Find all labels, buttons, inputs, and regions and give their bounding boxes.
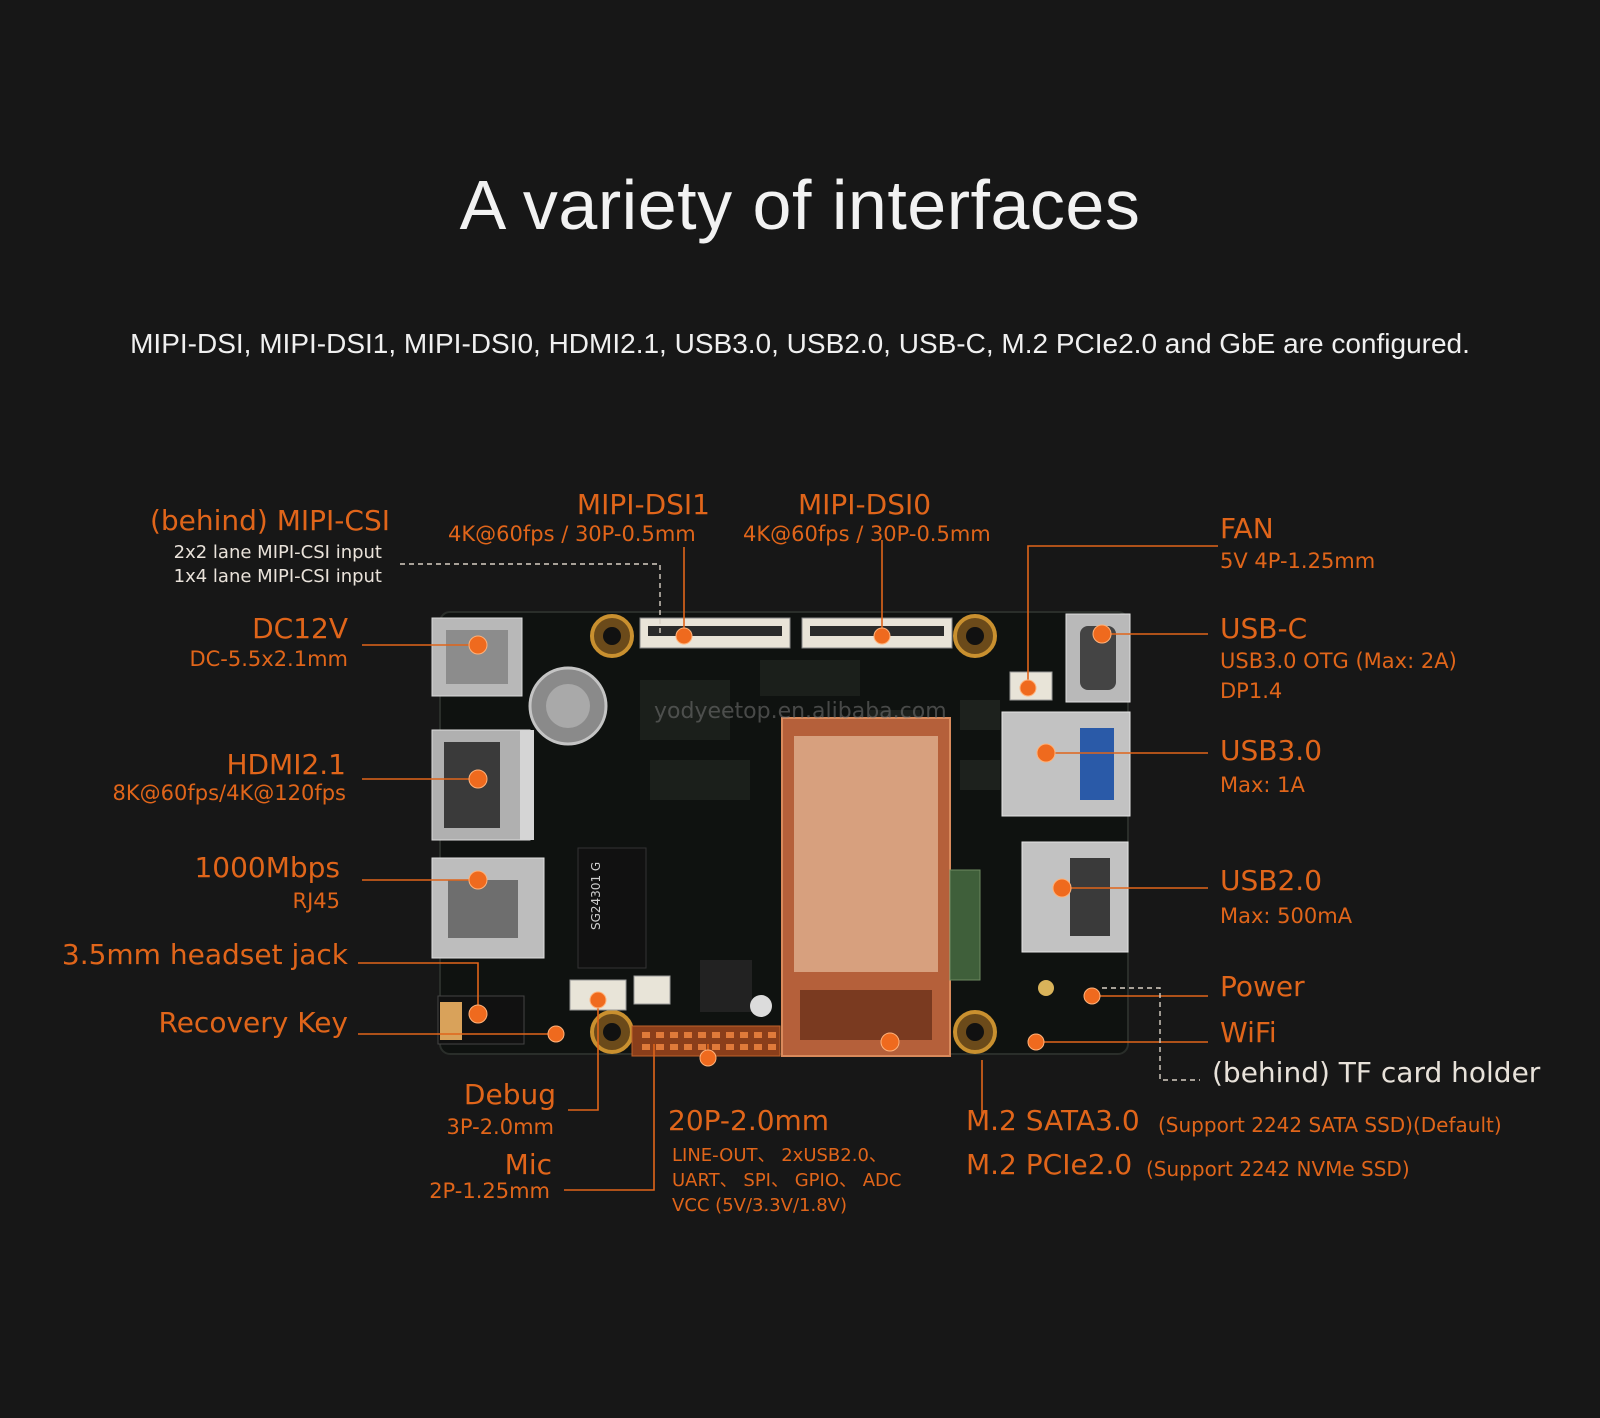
wifi-module [949,869,981,981]
mic-title: Mic [504,1148,552,1181]
header20-line2: UART、 SPI、 GPIO、 ADC [672,1170,902,1191]
usb-c-line2: DP1.4 [1220,679,1283,703]
dc12v-title: DC12V [252,612,348,645]
hdmi-title: HDMI2.1 [226,748,346,781]
hdmi-spec: 8K@60fps/4K@120fps [112,781,346,805]
page-subtitle: MIPI-DSI, MIPI-DSI1, MIPI-DSI0, HDMI2.1,… [130,328,1470,359]
dc12v-spec: DC-5.5x2.1mm [189,647,348,671]
gbe-spec: RJ45 [292,889,340,913]
mipi-dsi0-spec: 4K@60fps / 30P-0.5mm [743,522,991,546]
m2-pcie-note: (Support 2242 NVMe SSD) [1146,1157,1410,1181]
mipi-dsi1-title: MIPI-DSI1 [576,488,710,521]
mic-spec: 2P-1.25mm [429,1179,550,1203]
mipi-dsi1-spec: 4K@60fps / 30P-0.5mm [448,522,696,546]
fan-title: FAN [1220,512,1274,545]
marker-dots [468,624,1112,1067]
mic-connector [633,975,671,1005]
gbe-title: 1000Mbps [194,851,340,884]
usb-c-title: USB-C [1220,612,1308,645]
page-title: A variety of interfaces [459,166,1141,244]
fan-spec: 5V 4P-1.25mm [1220,549,1376,573]
debug-spec: 3P-2.0mm [446,1115,554,1139]
dashed-lines [400,563,1200,1081]
m2-pcie-title: M.2 PCIe2.0 [966,1148,1133,1181]
usb3-title: USB3.0 [1220,734,1323,767]
debug-title: Debug [463,1078,556,1111]
mipi-csi-line1: 2x2 lane MIPI-CSI input [173,542,382,563]
header20-line3: VCC (5V/3.3V/1.8V) [672,1195,847,1216]
usb3-spec: Max: 1A [1220,773,1305,797]
m2-sata-note: (Support 2242 SATA SSD)(Default) [1158,1113,1502,1137]
watermark: yodyeetop.en.alibaba.com [654,699,947,724]
mipi-csi-title: (behind) MIPI-CSI [149,504,390,537]
header20-line1: LINE-OUT、 2xUSB2.0、 [672,1145,887,1166]
header20-title: 20P-2.0mm [668,1104,830,1137]
usb2-title: USB2.0 [1220,864,1323,897]
recovery-title: Recovery Key [158,1006,349,1039]
network-chip [577,847,647,969]
power-title: Power [1220,970,1305,1003]
chip-label: SG24301 G [589,862,603,930]
usb2-spec: Max: 500mA [1220,904,1353,928]
mipi-dsi0-title: MIPI-DSI0 [798,488,932,521]
usb-c-line1: USB3.0 OTG (Max: 2A) [1220,649,1457,673]
tf-title: (behind) TF card holder [1212,1056,1541,1089]
wifi-title: WiFi [1220,1016,1277,1049]
headset-title: 3.5mm headset jack [61,938,348,971]
mipi-csi-line2: 1x4 lane MIPI-CSI input [173,566,382,587]
mounting-holes [590,614,997,1054]
leader-lines [358,540,1218,1191]
m2-sata-title: M.2 SATA3.0 [966,1104,1140,1137]
